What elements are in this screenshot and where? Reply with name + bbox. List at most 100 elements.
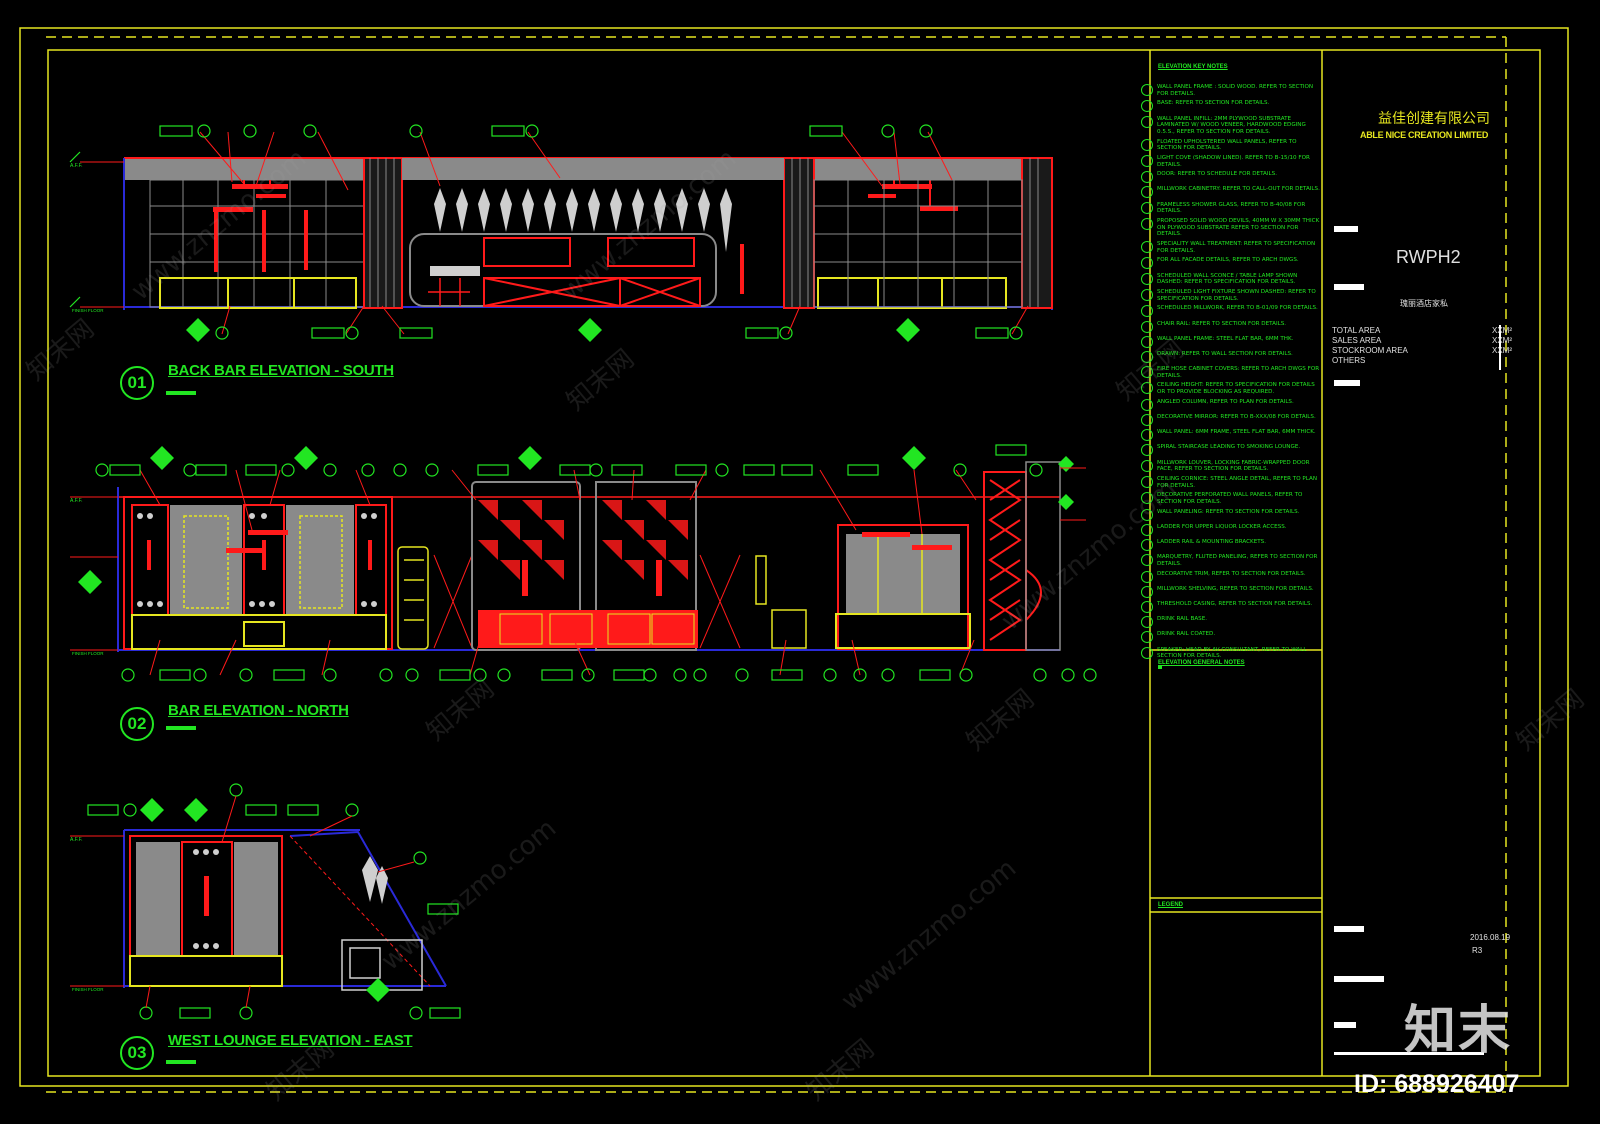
note-number-circle bbox=[1141, 459, 1153, 472]
note-text: MILLWORK LOUVER, LOCKING FABRIC-WRAPPED … bbox=[1157, 459, 1310, 473]
note-number-circle bbox=[1141, 154, 1153, 167]
note-number-circle bbox=[1141, 305, 1153, 318]
key-note-item: DECORATIVE PERFORATED WALL PANELS, REFER… bbox=[1141, 492, 1321, 505]
key-note-item: FRAMELESS SHOWER GLASS, REFER TO B-40/08… bbox=[1141, 201, 1321, 215]
key-note-item: THRESHOLD CASING, REFER TO SECTION FOR D… bbox=[1141, 601, 1321, 613]
area-value: XXM² bbox=[1492, 326, 1512, 335]
note-number-circle bbox=[1141, 241, 1153, 253]
key-note-item: LIGHT COVE (SHADOW LINED). REFER TO B-15… bbox=[1141, 154, 1321, 168]
callout-tags-01 bbox=[69, 124, 1023, 340]
note-number-circle bbox=[1141, 646, 1153, 659]
key-note-item: WALL PANEL FRAME : SOLID WOOD. REFER TO … bbox=[1141, 84, 1321, 97]
right-cabinet-02 bbox=[835, 524, 971, 650]
title-scale-bars bbox=[166, 391, 196, 1064]
section-markers-01 bbox=[186, 318, 920, 342]
note-text: CEILING CORNICE: STEEL ANGLE DETAIL, REF… bbox=[1157, 475, 1318, 489]
light-fixtures-01 bbox=[213, 184, 958, 212]
note-number-circle bbox=[1141, 429, 1153, 442]
key-note-item: CEILING CORNICE: STEEL ANGLE DETAIL, REF… bbox=[1141, 475, 1321, 489]
project-name-cn: 瑰丽酒店家私 bbox=[1400, 299, 1448, 308]
legend-heading: LEGEND bbox=[1158, 902, 1184, 908]
key-note-item: PROPOSED SOLID WOOD DEVILS, 40MM W X 30M… bbox=[1141, 218, 1321, 238]
key-note-item: WALL PANELING: REFER TO SECTION FOR DETA… bbox=[1141, 508, 1321, 521]
note-text: MARQUETRY, FLUTED PANELING, REFER TO SEC… bbox=[1157, 554, 1318, 567]
key-note-item: LADDER RAIL & MOUNTING BRACKETS. bbox=[1141, 539, 1321, 552]
titleblock-bars bbox=[1334, 226, 1484, 1055]
area-value: XXM² bbox=[1492, 336, 1512, 345]
area-label: SALES AREA bbox=[1332, 336, 1382, 345]
note-number-circle bbox=[1141, 366, 1153, 379]
area-value: XXM² bbox=[1492, 346, 1512, 355]
right-cabinets bbox=[817, 277, 1007, 309]
note-number-circle bbox=[1141, 257, 1153, 270]
issue-date: 2016.08.19 bbox=[1470, 933, 1511, 942]
note-number-circle bbox=[1141, 171, 1153, 184]
note-number-circle bbox=[1141, 115, 1153, 128]
note-text: LADDER RAIL & MOUNTING BRACKETS. bbox=[1157, 539, 1267, 546]
note-number-circle bbox=[1141, 508, 1153, 521]
key-note-item: ANGLED COLUMN, REFER TO PLAN FOR DETAILS… bbox=[1141, 398, 1321, 411]
note-text: SPIRAL STAIRCASE LEADING TO SMOKING LOUN… bbox=[1157, 444, 1301, 451]
company-name-cn: 益佳创建有限公司 bbox=[1378, 111, 1490, 127]
note-number-circle bbox=[1141, 523, 1153, 536]
note-number-circle bbox=[1141, 350, 1153, 363]
key-note-item: MILLWORK CABINETRY: REFER TO CALL-OUT FO… bbox=[1141, 186, 1321, 199]
note-text: MILLWORK SHELVING, REFER TO SECTION FOR … bbox=[1157, 585, 1314, 592]
note-number-circle bbox=[1141, 601, 1153, 613]
watermark-id: ID: 688926407 bbox=[1354, 1070, 1520, 1098]
key-note-item: DECORATIVE MIRROR: REFER TO B-XXX/08 FOR… bbox=[1141, 414, 1321, 426]
note-number-circle bbox=[1141, 398, 1153, 411]
note-text: DRINK RAIL COATED. bbox=[1157, 631, 1216, 638]
key-note-item: DRINK RAIL COATED. bbox=[1141, 631, 1321, 644]
area-row: OTHERS bbox=[1332, 356, 1512, 366]
area-label: TOTAL AREA bbox=[1332, 326, 1381, 335]
hanging-glass-racks bbox=[434, 188, 732, 252]
note-text: DOOR: REFER TO SCHEDULE FOR DETAILS. bbox=[1157, 171, 1277, 178]
note-text: DRINK RAIL BASE. bbox=[1157, 616, 1208, 623]
central-back-bar bbox=[402, 158, 784, 307]
key-note-item: SPIRAL STAIRCASE LEADING TO SMOKING LOUN… bbox=[1141, 444, 1321, 457]
area-row: TOTAL AREA XXM² bbox=[1332, 326, 1512, 336]
note-number-circle bbox=[1141, 201, 1153, 214]
note-number-circle bbox=[1141, 554, 1153, 567]
drawing-title-02: BAR ELEVATION - NORTH bbox=[168, 702, 349, 719]
key-note-item: SCHEDULED LIGHT FIXTURE SHOWN DASHED: RE… bbox=[1141, 288, 1321, 302]
key-note-item: CEILING HEIGHT: REFER TO SPECIFICATION F… bbox=[1141, 382, 1321, 395]
level-aff-03: A.F.F. bbox=[70, 837, 83, 843]
key-note-item: FLOATED UPHOLSTERED WALL PANELS, REFER T… bbox=[1141, 138, 1321, 152]
note-number-circle bbox=[1141, 570, 1153, 583]
key-note-item: WALL PANEL INFILL: 2MM PLYWOOD SUBSTRATE… bbox=[1141, 115, 1321, 136]
dashed-edge-line bbox=[46, 37, 1507, 1093]
level-floor-01: FINISH FLOOR bbox=[72, 308, 104, 313]
area-label: OTHERS bbox=[1332, 356, 1366, 365]
note-text: WALL PANEL: 6MM FRAME, STEEL FLAT BAR, 6… bbox=[1157, 429, 1316, 436]
key-note-item: LADDER FOR UPPER LIQUOR LOCKER ACCESS. bbox=[1141, 523, 1321, 536]
note-text: DECORATIVE PERFORATED WALL PANELS, REFER… bbox=[1157, 492, 1303, 505]
vertical-tags-01 bbox=[214, 210, 744, 294]
note-text: LADDER FOR UPPER LIQUOR LOCKER ACCESS. bbox=[1157, 523, 1287, 530]
note-text: LIGHT COVE (SHADOW LINED). REFER TO B-15… bbox=[1157, 154, 1310, 168]
key-note-item: WALL PANEL: 6MM FRAME, STEEL FLAT BAR, 6… bbox=[1141, 429, 1321, 442]
note-number-circle bbox=[1141, 138, 1153, 151]
watermark-logo: 知末 bbox=[1404, 1001, 1513, 1061]
note-number-circle bbox=[1141, 382, 1153, 395]
drawing-title-01: BACK BAR ELEVATION - SOUTH bbox=[168, 362, 394, 379]
elevation-03-west-lounge-east bbox=[70, 783, 461, 1020]
note-number-circle bbox=[1141, 218, 1153, 231]
left-cabinets bbox=[159, 277, 357, 309]
note-text: DRAWN: REFER TO WALL SECTION FOR DETAILS… bbox=[1157, 350, 1293, 357]
key-note-item: DECORATIVE TRIM, REFER TO SECTION FOR DE… bbox=[1141, 570, 1321, 583]
note-text: THRESHOLD CASING, REFER TO SECTION FOR D… bbox=[1157, 601, 1313, 607]
drawing-number-01: 01 bbox=[120, 366, 154, 400]
note-text: SCHEDULED MILLWORK, REFER TO B-01/09 FOR… bbox=[1157, 305, 1318, 312]
key-note-item: FIRE HOSE CABINET COVERS: REFER TO ARCH … bbox=[1141, 366, 1321, 379]
key-note-item: DOOR: REFER TO SCHEDULE FOR DETAILS. bbox=[1141, 171, 1321, 184]
note-text: FIRE HOSE CABINET COVERS: REFER TO ARCH … bbox=[1157, 366, 1320, 379]
note-text: MILLWORK CABINETRY: REFER TO CALL-OUT FO… bbox=[1157, 186, 1320, 193]
key-note-item: DRINK RAIL BASE. bbox=[1141, 616, 1321, 629]
note-text: PROPOSED SOLID WOOD DEVILS, 40MM W X 30M… bbox=[1157, 218, 1320, 238]
note-number-circle bbox=[1141, 414, 1153, 426]
